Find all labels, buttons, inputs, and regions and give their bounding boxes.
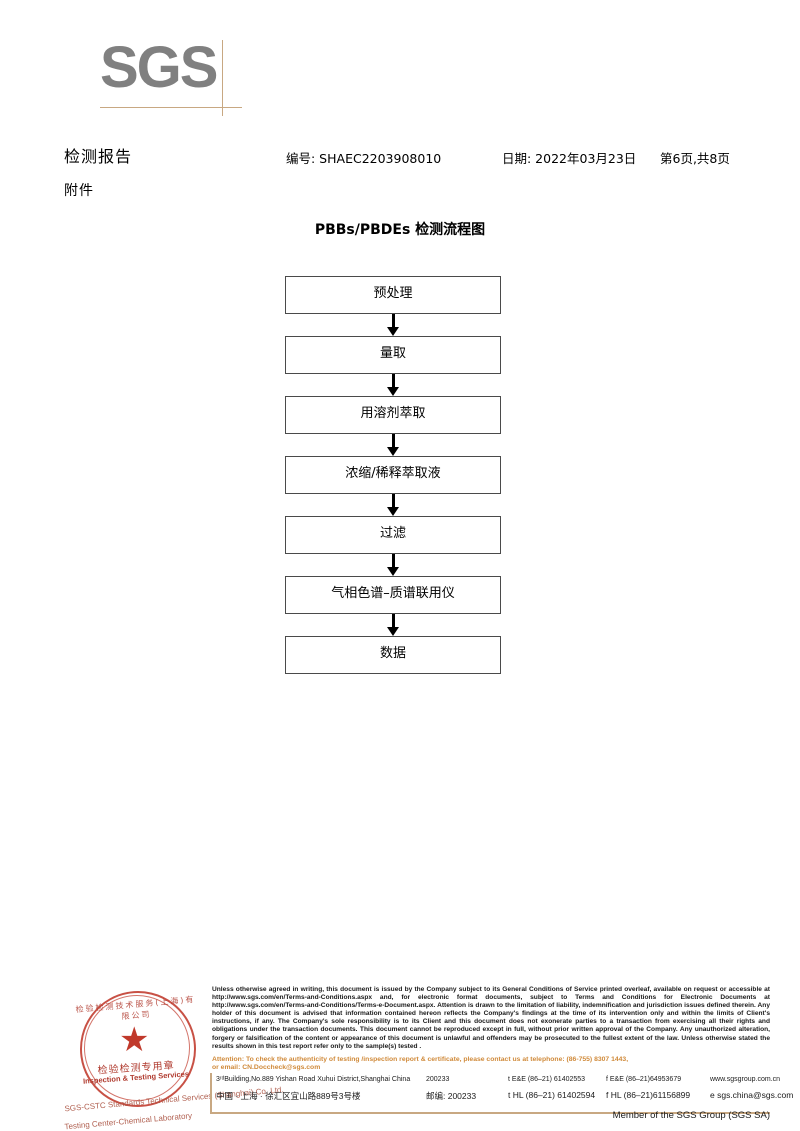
website-link[interactable]: www.sgsgroup.com.cn — [710, 1076, 781, 1083]
report-number: 编号: SHAEC2203908010 — [286, 151, 442, 166]
flow-node-data: 数据 — [285, 636, 501, 674]
flow-node-label: 用溶剂萃取 — [360, 406, 426, 421]
arrow-head-icon — [387, 327, 399, 336]
arrow-head-icon — [387, 567, 399, 576]
flow-node-label: 预处理 — [373, 286, 413, 301]
telephone-chinese-1: t HL (86–21) 61402594 — [508, 1090, 596, 1100]
arrow-shaft — [392, 494, 395, 509]
arrow-head-icon — [387, 507, 399, 516]
flow-node-gcms: 气相色谱–质谱联用仪 — [285, 576, 501, 614]
flow-node-label: 数据 — [379, 646, 406, 661]
flow-arrow-3 — [285, 434, 501, 456]
sgs-logo: SGS — [100, 35, 245, 118]
arrow-shaft — [392, 314, 395, 329]
flow-arrow-1 — [285, 314, 501, 336]
star-icon: ★ — [119, 1021, 150, 1059]
flow-node-label: 气相色谱–质谱联用仪 — [331, 586, 455, 601]
flowchart: 预处理 量取 用溶剂萃取 浓缩/稀释萃取液 过滤 — [285, 276, 503, 674]
flow-node-label: 浓缩/稀释萃取液 — [345, 466, 441, 481]
address-english: 3ʳᵈBuilding,No.889 Yishan Road Xuhui Dis… — [216, 1076, 411, 1083]
flow-arrow-6 — [285, 614, 501, 636]
arrow-shaft — [392, 374, 395, 389]
page-subtitle: 附件 — [64, 183, 94, 199]
legal-disclaimer: Unless otherwise agreed in writing, this… — [212, 986, 770, 1051]
report-date: 日期: 2022年03月23日 — [502, 151, 637, 166]
address-horizontal-rule — [210, 1112, 770, 1114]
address-chinese: 中国 · 上海 · 徐汇区宜山路889号3号楼 — [216, 1091, 361, 1101]
flow-node-filtration: 过滤 — [285, 516, 501, 554]
arrow-head-icon — [387, 447, 399, 456]
sgs-logo-text: SGS — [100, 35, 218, 100]
address-vertical-rule — [210, 1073, 212, 1113]
arrow-head-icon — [387, 387, 399, 396]
member-statement: Member of the SGS Group (SGS SA) — [612, 1110, 770, 1121]
arrow-shaft — [392, 434, 395, 449]
logo-vertical-rule — [222, 40, 223, 116]
email-link[interactable]: e sgs.china@sgs.com — [710, 1090, 794, 1100]
attention-line-1: Attention: To check the authenticity of … — [212, 1056, 629, 1063]
flowchart-title: PBBs/PBDEs 检测流程图 — [314, 222, 486, 238]
flow-node-label: 过滤 — [379, 526, 406, 541]
legal-paragraph: Unless otherwise agreed in writing, this… — [212, 986, 770, 1050]
fax-english-1: f E&E (86–21)64953679 — [606, 1076, 682, 1083]
attention-notice: Attention: To check the authenticity of … — [212, 1056, 770, 1073]
company-seal-stamp: 检验检测技术服务(上海)有限公司 ★ 检验检测专用章 Inspection & … — [64, 983, 284, 1131]
page-indicator: 第6页,共8页 — [660, 151, 730, 166]
flow-node-solvent-extraction: 用溶剂萃取 — [285, 396, 501, 434]
attention-line-2: or email: CN.Doccheck@sgs.com — [212, 1064, 321, 1072]
flow-node-label: 量取 — [379, 346, 406, 361]
zipcode-english: 200233 — [426, 1076, 450, 1083]
flow-node-measure: 量取 — [285, 336, 501, 374]
flow-node-pretreatment: 预处理 — [285, 276, 501, 314]
logo-horizontal-rule — [100, 107, 242, 108]
zipcode-chinese: 邮编: 200233 — [426, 1091, 477, 1101]
flow-arrow-5 — [285, 554, 501, 576]
fax-chinese-1: f HL (86–21)61156899 — [606, 1090, 691, 1100]
telephone-english-1: t E&E (86–21) 61402553 — [508, 1076, 586, 1083]
flow-arrow-2 — [285, 374, 501, 396]
arrow-head-icon — [387, 627, 399, 636]
flow-node-concentrate-dilute: 浓缩/稀释萃取液 — [285, 456, 501, 494]
page-title: 检测报告 — [64, 147, 133, 166]
arrow-shaft — [392, 554, 395, 569]
arrow-shaft — [392, 614, 395, 629]
flow-arrow-4 — [285, 494, 501, 516]
